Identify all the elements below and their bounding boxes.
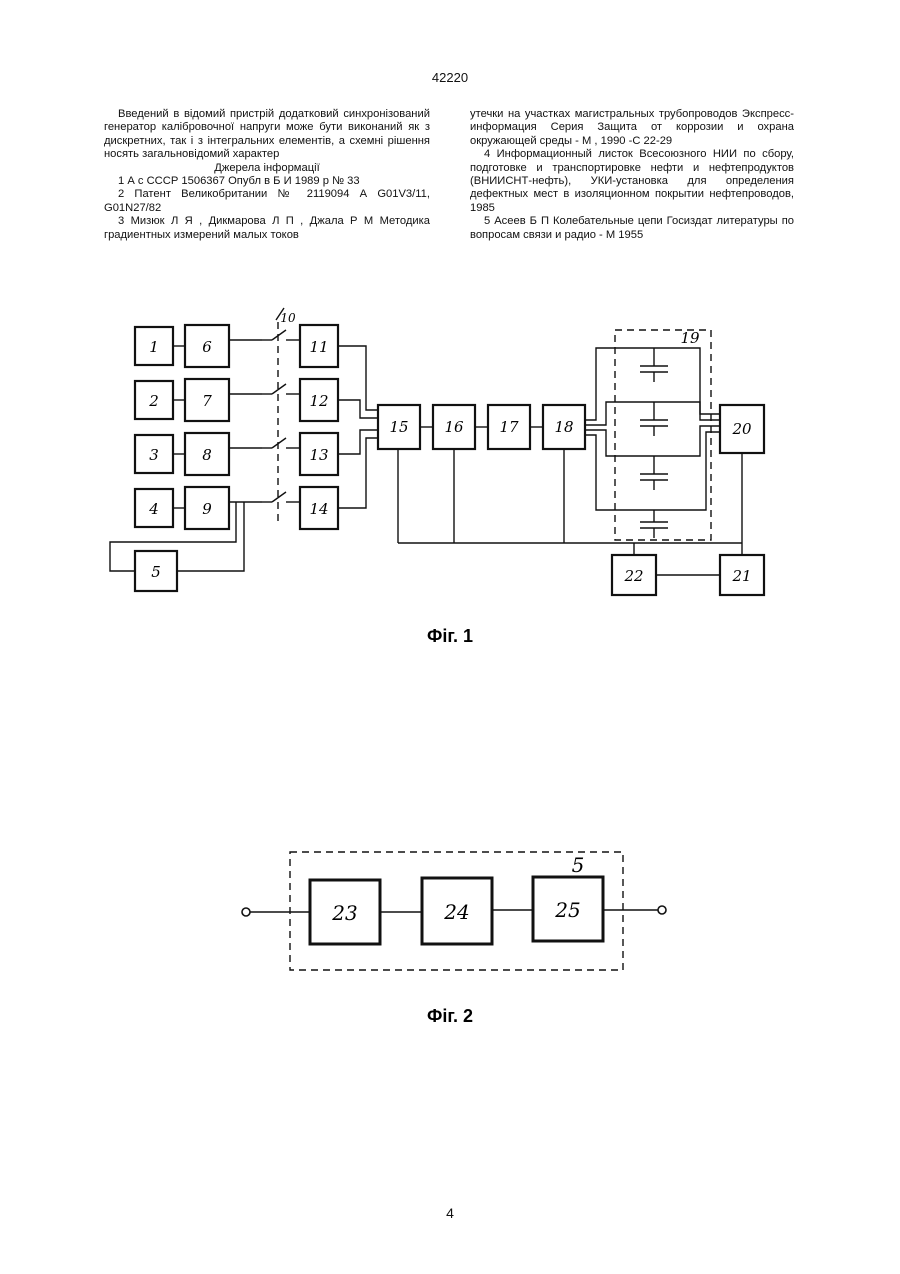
label-24: 24 — [443, 900, 469, 924]
label-20: 20 — [731, 420, 752, 438]
label-14: 14 — [309, 500, 328, 518]
label-6: 6 — [202, 338, 212, 356]
figure-2-caption: Фіг. 2 — [427, 1006, 473, 1026]
label-2: 2 — [148, 392, 159, 410]
input-terminal — [242, 908, 250, 916]
label-15: 15 — [389, 418, 408, 436]
label-25: 25 — [554, 898, 580, 922]
label-18: 18 — [554, 418, 573, 436]
label-21: 21 — [731, 567, 751, 585]
label-8: 8 — [202, 446, 212, 464]
filter-bank-capacitors — [585, 348, 720, 538]
label-17: 17 — [499, 418, 519, 436]
filter-bank-19 — [615, 330, 711, 540]
label-13: 13 — [309, 446, 328, 464]
label-7: 7 — [202, 392, 212, 410]
page-number: 4 — [0, 1205, 900, 1221]
figure-1-diagram: 1 2 3 4 5 6 7 8 9 10 11 12 13 14 15 16 1… — [110, 308, 764, 595]
label-22: 22 — [623, 567, 643, 585]
label-12: 12 — [309, 392, 328, 410]
label-16: 16 — [444, 418, 464, 436]
label-9: 9 — [202, 500, 212, 518]
group-label-5: 5 — [572, 853, 585, 877]
label-23: 23 — [331, 901, 357, 925]
label-5: 5 — [151, 563, 161, 581]
label-1: 1 — [149, 338, 159, 356]
output-terminal — [658, 906, 666, 914]
switch-contacts — [262, 330, 300, 502]
label-19: 19 — [680, 329, 700, 347]
label-4: 4 — [148, 500, 159, 518]
label-3: 3 — [149, 446, 159, 464]
label-11: 11 — [309, 338, 328, 356]
figure-2-diagram: 5 23 24 25 — [242, 852, 666, 970]
label-10: 10 — [280, 311, 296, 325]
figure-1-caption: Фіг. 1 — [427, 626, 473, 646]
